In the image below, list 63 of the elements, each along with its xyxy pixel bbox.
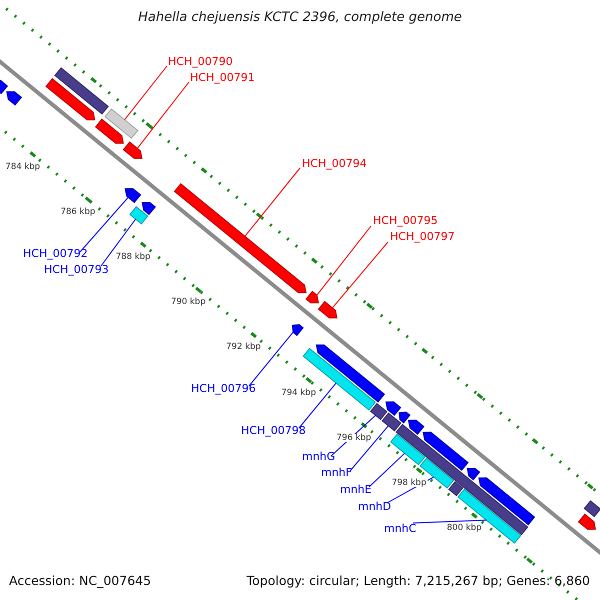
gene-feature bbox=[45, 78, 96, 120]
gene-label: HCH_00797 bbox=[390, 231, 455, 242]
gene-label: mnhE bbox=[340, 484, 372, 495]
gene-feature bbox=[122, 141, 142, 159]
gene-feature bbox=[466, 468, 480, 480]
gene-feature bbox=[142, 202, 156, 216]
gene-feature bbox=[478, 477, 536, 526]
scale-label: 796 kbp bbox=[336, 434, 372, 442]
gene-label: HCH_00790 bbox=[168, 56, 233, 67]
gene-feature bbox=[104, 108, 138, 139]
gene-feature bbox=[54, 67, 109, 115]
gene-label: mnhC bbox=[384, 523, 416, 534]
scale-label: 794 kbp bbox=[280, 388, 317, 398]
leader-line bbox=[332, 242, 388, 308]
gene-feature bbox=[382, 412, 402, 432]
gene-feature bbox=[385, 401, 402, 416]
leader-line bbox=[350, 425, 389, 472]
leader-line bbox=[248, 332, 294, 386]
scale-label: 790 kbp bbox=[170, 298, 207, 307]
gene-feature bbox=[0, 80, 8, 94]
gene-feature bbox=[422, 432, 469, 471]
gene-feature bbox=[584, 500, 600, 518]
leader-line bbox=[316, 226, 372, 296]
title: Hahella chejuensis KCTC 2396, complete genome bbox=[137, 11, 463, 24]
gene-label: HCH_00793 bbox=[44, 264, 109, 275]
gene-feature bbox=[448, 481, 464, 496]
scale-label: 798 kbp bbox=[390, 478, 428, 488]
leader-line bbox=[80, 197, 129, 252]
scale-label: 800 kbp bbox=[446, 524, 483, 532]
leader-line bbox=[136, 82, 190, 149]
gene-feature bbox=[302, 348, 376, 411]
accession-note: Accession: NC_007645 bbox=[9, 575, 152, 588]
leader-line bbox=[368, 452, 406, 488]
gene-feature bbox=[174, 183, 307, 294]
gene-feature bbox=[316, 344, 386, 403]
gene-label: HCH_00795 bbox=[373, 215, 438, 226]
gene-label: HCH_00791 bbox=[190, 72, 255, 83]
gene-feature bbox=[124, 188, 142, 204]
gene-feature bbox=[305, 290, 319, 304]
leader-line bbox=[412, 520, 487, 524]
gene-feature bbox=[6, 91, 22, 106]
gene-label: HCH_00794 bbox=[302, 158, 367, 169]
scale-label: 792 kbp bbox=[225, 343, 262, 352]
scale-label: 788 kbp bbox=[114, 253, 152, 262]
gene-label: mnhF bbox=[321, 467, 352, 478]
genome-summary: Topology: circular; Length: 7,215,267 bp; Genes: 6,860 bbox=[246, 575, 590, 588]
gene-feature bbox=[318, 300, 338, 318]
scale-label: 786 kbp bbox=[60, 208, 96, 216]
gene-feature bbox=[292, 324, 304, 336]
leader-line bbox=[124, 66, 168, 120]
gene-label: HCH_00792 bbox=[23, 248, 88, 259]
gene-label: HCH_00798 bbox=[241, 425, 306, 436]
gene-label: mnhD bbox=[358, 501, 392, 512]
leader-line bbox=[298, 382, 337, 428]
scale-label: 784 kbp bbox=[4, 162, 42, 172]
gene-label: mnhG bbox=[302, 451, 336, 462]
leader-line bbox=[100, 218, 136, 266]
leader-line bbox=[244, 168, 300, 237]
gene-feature bbox=[94, 118, 124, 144]
gene-feature bbox=[390, 434, 426, 466]
gene-feature bbox=[129, 206, 148, 224]
gene-feature bbox=[578, 514, 596, 530]
gene-label: HCH_00796 bbox=[191, 383, 256, 394]
